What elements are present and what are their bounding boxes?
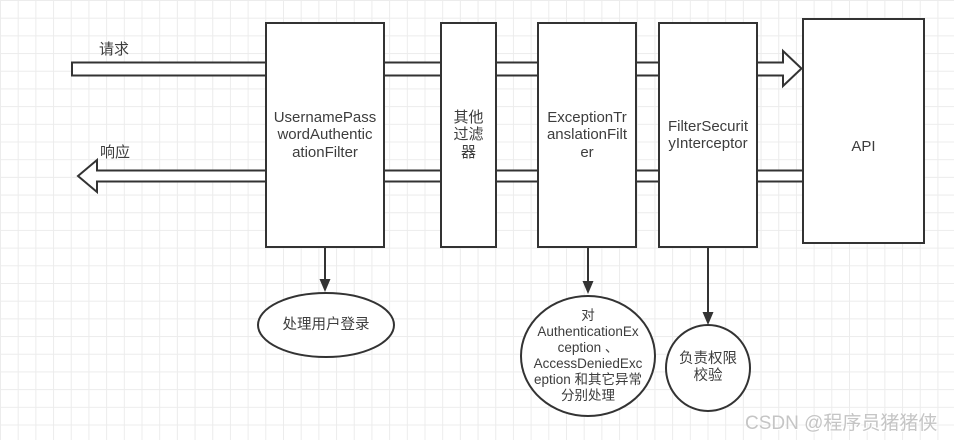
ellipse-exception-handling (520, 295, 656, 417)
ellipse-label-handle-user-login: 处理用户登录 (282, 316, 370, 333)
node-label-other-filters: 其他 过滤 器 (453, 108, 484, 161)
node-username-password-authentication-filter (265, 22, 385, 248)
request-label: 请求 (99, 41, 130, 58)
node-exception-translation-filter (537, 22, 637, 248)
arrow-to-exception-head (582, 281, 594, 294)
request-arrow (71, 48, 803, 89)
arrow-to-login-head (319, 279, 331, 292)
node-label-api: API (851, 138, 876, 156)
response-label: 响应 (100, 144, 131, 161)
arrow-to-login-ellipse (319, 247, 331, 292)
arrow-to-permission-head (702, 312, 714, 325)
arrow-to-exception-ellipse (582, 247, 594, 294)
ellipse-label-exception-handling: 对 AuthenticationEx ception 、 AccessDenie… (533, 308, 643, 403)
node-label-username-password-authentication-filter: UsernamePass wordAuthentic ationFilter (273, 108, 377, 161)
ellipse-label-permission-check: 负责权限 校验 (679, 351, 737, 384)
node-filter-security-interceptor (658, 22, 758, 248)
node-api (802, 18, 925, 244)
csdn-watermark: CSDN @程序员猪猪侠 (745, 413, 938, 434)
node-other-filters (440, 22, 497, 248)
node-label-exception-translation-filter: ExceptionTr anslationFilt er (546, 108, 628, 161)
arrow-to-permission-ellipse (702, 247, 714, 325)
ellipse-handle-user-login (257, 292, 395, 358)
node-label-filter-security-interceptor: FilterSecurit yInterceptor (667, 117, 749, 153)
